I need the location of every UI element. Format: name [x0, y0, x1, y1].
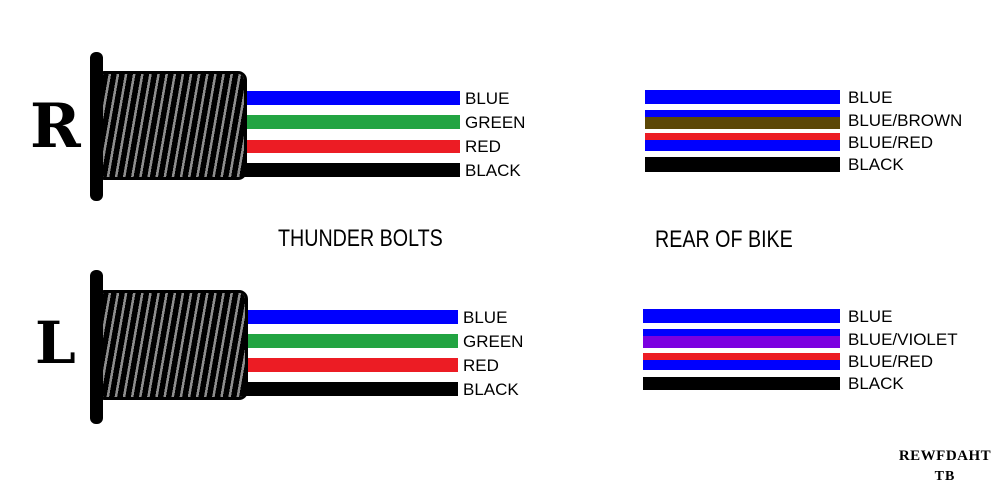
wire-row-blue: BLUE — [645, 88, 962, 106]
wire-stripe-blue — [643, 329, 840, 336]
section-label-rear-of-bike: REAR OF BIKE — [655, 226, 793, 253]
wire-row-red: RED — [240, 137, 525, 155]
wire-bar — [645, 156, 840, 172]
wire-row-green: GREEN — [240, 332, 523, 350]
wire-bar — [240, 382, 458, 396]
wire-label: RED — [465, 137, 501, 156]
wire-stripe-blue — [645, 140, 840, 151]
wire-row-black: BLACK — [240, 380, 523, 398]
watermark: REWFDAHT TB — [881, 449, 1000, 484]
wire-stripe-blue — [240, 310, 458, 324]
wire-stripe-red — [643, 352, 840, 360]
wire-label: GREEN — [465, 113, 526, 132]
wire-label: BLUE/BROWN — [848, 110, 963, 130]
wire-stripe-black — [643, 376, 840, 390]
wire-stripe-red — [240, 139, 460, 153]
right-connector-letter: R — [30, 91, 81, 162]
wire-label: BLACK — [463, 380, 519, 399]
wire-bar — [240, 91, 460, 105]
wire-bar — [643, 329, 840, 348]
wire-label: BLACK — [848, 155, 904, 174]
wire-group-rear-of-bike-right: BLUE BLUE/BROWN BLUE/RED BLACK — [645, 88, 962, 173]
wire-group-rear-of-bike-left: BLUE BLUE/VIOLET BLUE/RED BLACK — [643, 307, 958, 392]
wire-stripe-violet — [643, 336, 840, 348]
wire-stripe-black — [240, 163, 460, 177]
wire-row-black: BLACK — [240, 161, 525, 179]
wire-stripe-red — [240, 358, 458, 372]
wire-label: BLUE — [465, 89, 510, 108]
wire-stripe-black — [645, 156, 840, 172]
wire-stripe-black — [240, 382, 458, 396]
wire-label: BLUE/RED — [848, 133, 934, 152]
wire-label: BLUE/VIOLET — [848, 329, 958, 349]
wire-stripe-blue — [643, 309, 840, 323]
wire-row-blue-violet: BLUE/VIOLET — [643, 329, 958, 348]
wire-stripe-blue — [240, 91, 460, 105]
wire-group-thunder-bolts-right: BLUE GREEN RED BLACK — [240, 89, 525, 179]
wire-label: RED — [463, 356, 499, 375]
wire-row-black: BLACK — [643, 374, 958, 392]
wire-row-blue: BLUE — [643, 307, 958, 325]
left-connector-flange-icon — [90, 270, 103, 424]
wire-bar — [240, 310, 458, 324]
wire-stripe-green — [240, 115, 460, 129]
wire-row-blue-brown: BLUE/BROWN — [645, 110, 962, 129]
wire-row-green: GREEN — [240, 113, 525, 131]
wire-row-blue-red: BLUE/RED — [645, 133, 962, 151]
wire-label: BLUE — [848, 88, 893, 107]
wire-row-blue-red: BLUE/RED — [643, 352, 958, 370]
wire-bar — [240, 163, 460, 177]
wire-stripe-blue — [645, 90, 840, 104]
watermark-line2: TB — [934, 469, 956, 484]
wire-row-blue: BLUE — [240, 308, 523, 326]
wire-label: GREEN — [463, 332, 524, 351]
watermark-line1: REWFDAHT — [898, 448, 992, 464]
wire-bar — [240, 139, 460, 153]
wire-stripe-blue — [643, 359, 840, 370]
wire-group-thunder-bolts-left: BLUE GREEN RED BLACK — [240, 308, 523, 398]
wire-label: BLUE — [848, 307, 893, 326]
wire-stripe-red — [645, 133, 840, 140]
wire-bar — [240, 334, 458, 348]
wire-stripe-green — [240, 334, 458, 348]
wire-row-blue: BLUE — [240, 89, 525, 107]
wire-bar — [643, 376, 840, 390]
wire-row-red: RED — [240, 356, 523, 374]
right-connector-threaded-body-icon — [100, 71, 247, 180]
wire-label: BLACK — [848, 374, 904, 393]
left-connector-threaded-body-icon — [100, 290, 248, 400]
wire-bar — [645, 110, 840, 129]
wire-bar — [240, 358, 458, 372]
right-connector-flange-icon — [90, 52, 103, 201]
section-label-thunder-bolts: THUNDER BOLTS — [278, 225, 443, 252]
wire-label: BLUE — [463, 308, 508, 327]
wire-row-black: BLACK — [645, 155, 962, 173]
wire-bar — [645, 90, 840, 104]
left-connector-letter: L — [35, 309, 76, 377]
wire-label: BLACK — [465, 161, 521, 180]
wire-bar — [643, 309, 840, 323]
wire-label: BLUE/RED — [848, 352, 934, 371]
wire-bar — [645, 133, 840, 151]
wire-bar — [643, 352, 840, 370]
wire-bar — [240, 115, 460, 129]
wire-stripe-brown — [645, 117, 840, 129]
wire-stripe-blue — [645, 110, 840, 117]
